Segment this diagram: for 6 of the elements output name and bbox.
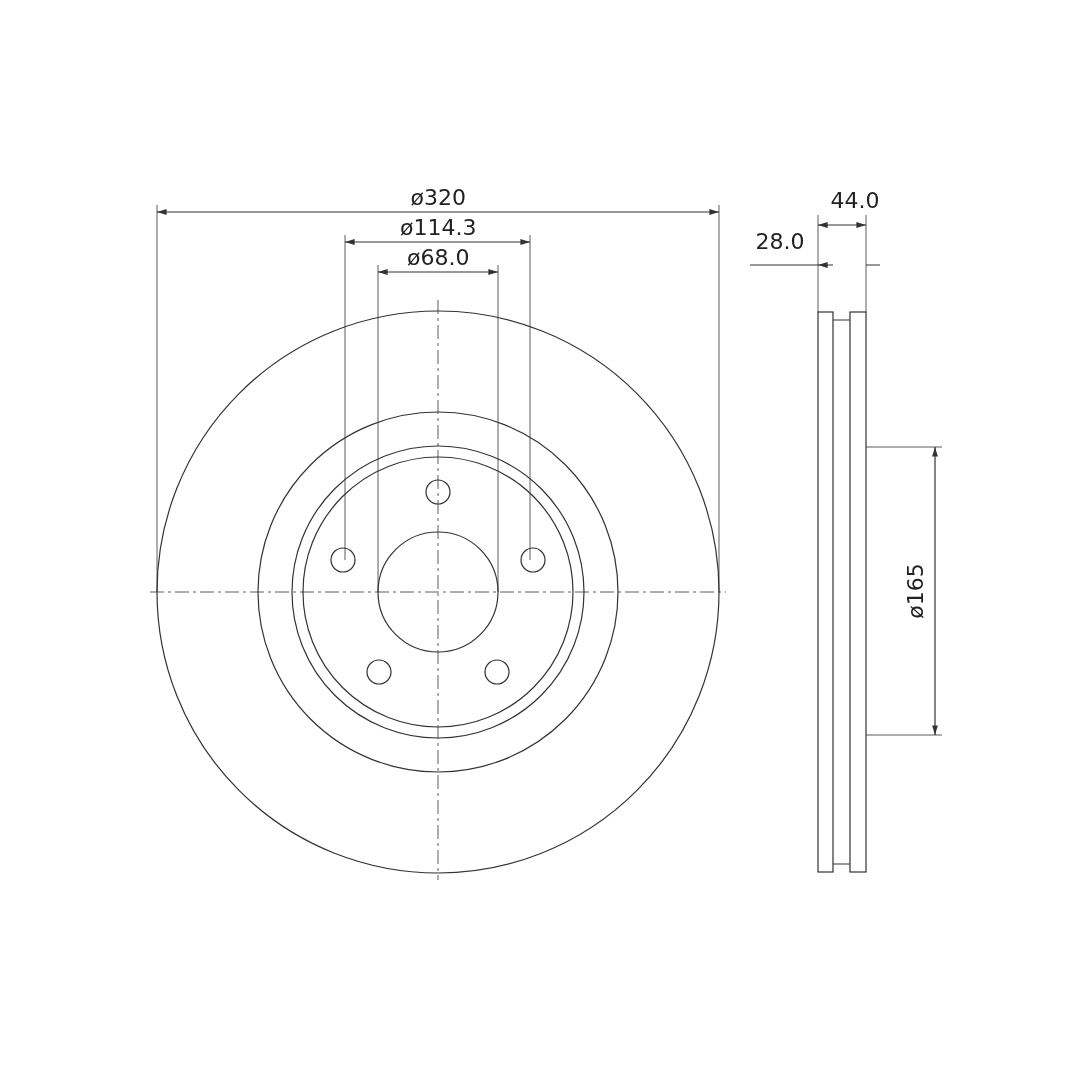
dimension-label: ø114.3 [400, 217, 477, 239]
dimension-label: ø320 [410, 187, 466, 209]
dimension-label: 28.0 [755, 231, 805, 253]
dimension-label: 44.0 [830, 190, 880, 212]
dimension-label: ø165 [904, 563, 927, 619]
dimension-label: ø68.0 [407, 247, 470, 269]
